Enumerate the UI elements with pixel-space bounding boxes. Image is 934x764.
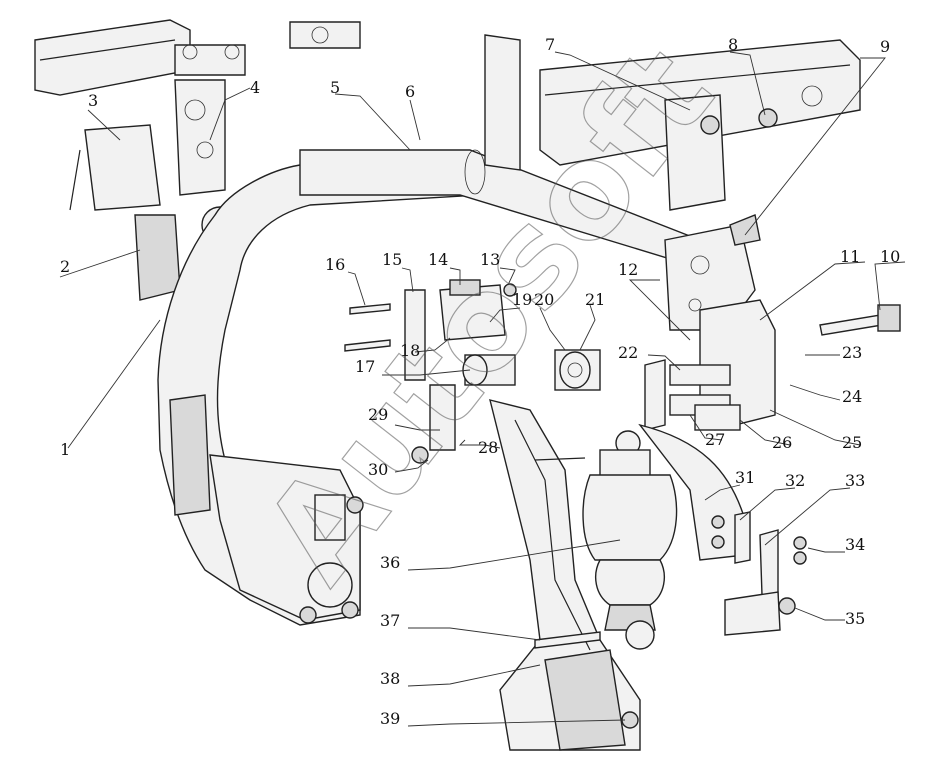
callout-5: 5 — [330, 78, 340, 97]
center-upright-bracket — [484, 34, 521, 171]
callout-16: 16 — [325, 255, 345, 274]
callout-25: 25 — [842, 433, 862, 452]
callout-36: 36 — [380, 553, 400, 572]
callout-21: 21 — [585, 290, 605, 309]
callout-2: 2 — [60, 257, 70, 276]
callout-3: 3 — [88, 91, 98, 110]
callout-33: 33 — [845, 471, 865, 490]
callout-23: 23 — [842, 343, 862, 362]
callout-10: 10 — [880, 247, 900, 266]
frame-rail-top-center — [289, 21, 361, 49]
callout-37: 37 — [380, 611, 400, 630]
callout-18: 18 — [400, 341, 420, 360]
callout-29: 29 — [368, 405, 388, 424]
callout-8: 8 — [728, 35, 738, 54]
callout-13: 13 — [480, 250, 500, 269]
frame-rail-right — [539, 39, 861, 211]
callout-17: 17 — [355, 357, 375, 376]
callout-19: 19 — [512, 290, 532, 309]
main-curved-arm — [157, 159, 502, 626]
air-spring — [582, 449, 678, 650]
callout-27: 27 — [705, 430, 725, 449]
callout-35: 35 — [845, 609, 865, 628]
long-bolt — [819, 304, 901, 336]
callout-12: 12 — [618, 260, 638, 279]
callout-11: 11 — [840, 247, 860, 266]
hardware-group-center — [344, 279, 601, 464]
right-latch-assembly — [644, 214, 776, 431]
callout-34: 34 — [845, 535, 865, 554]
callout-9: 9 — [880, 37, 890, 56]
callout-28: 28 — [478, 438, 498, 457]
frame-rail-left — [34, 19, 246, 96]
callout-26: 26 — [772, 433, 792, 452]
callout-22: 22 — [618, 343, 638, 362]
callout-4: 4 — [250, 78, 260, 97]
callout-6: 6 — [405, 82, 415, 101]
callout-20: 20 — [534, 290, 554, 309]
callout-15: 15 — [382, 250, 402, 269]
callout-7: 7 — [545, 35, 555, 54]
callout-labels: 1 2 3 4 5 6 7 8 9 10 11 12 13 14 15 16 1… — [60, 35, 900, 728]
callout-32: 32 — [785, 471, 805, 490]
callout-14: 14 — [428, 250, 448, 269]
callout-38: 38 — [380, 669, 400, 688]
leader-lines — [59, 51, 906, 727]
callout-39: 39 — [380, 709, 400, 728]
lower-link-arm — [489, 399, 641, 751]
callout-30: 30 — [368, 460, 388, 479]
callout-1: 1 — [60, 440, 70, 459]
right-shock-bracket — [638, 423, 807, 636]
callout-31: 31 — [735, 468, 755, 487]
callout-24: 24 — [842, 387, 862, 406]
